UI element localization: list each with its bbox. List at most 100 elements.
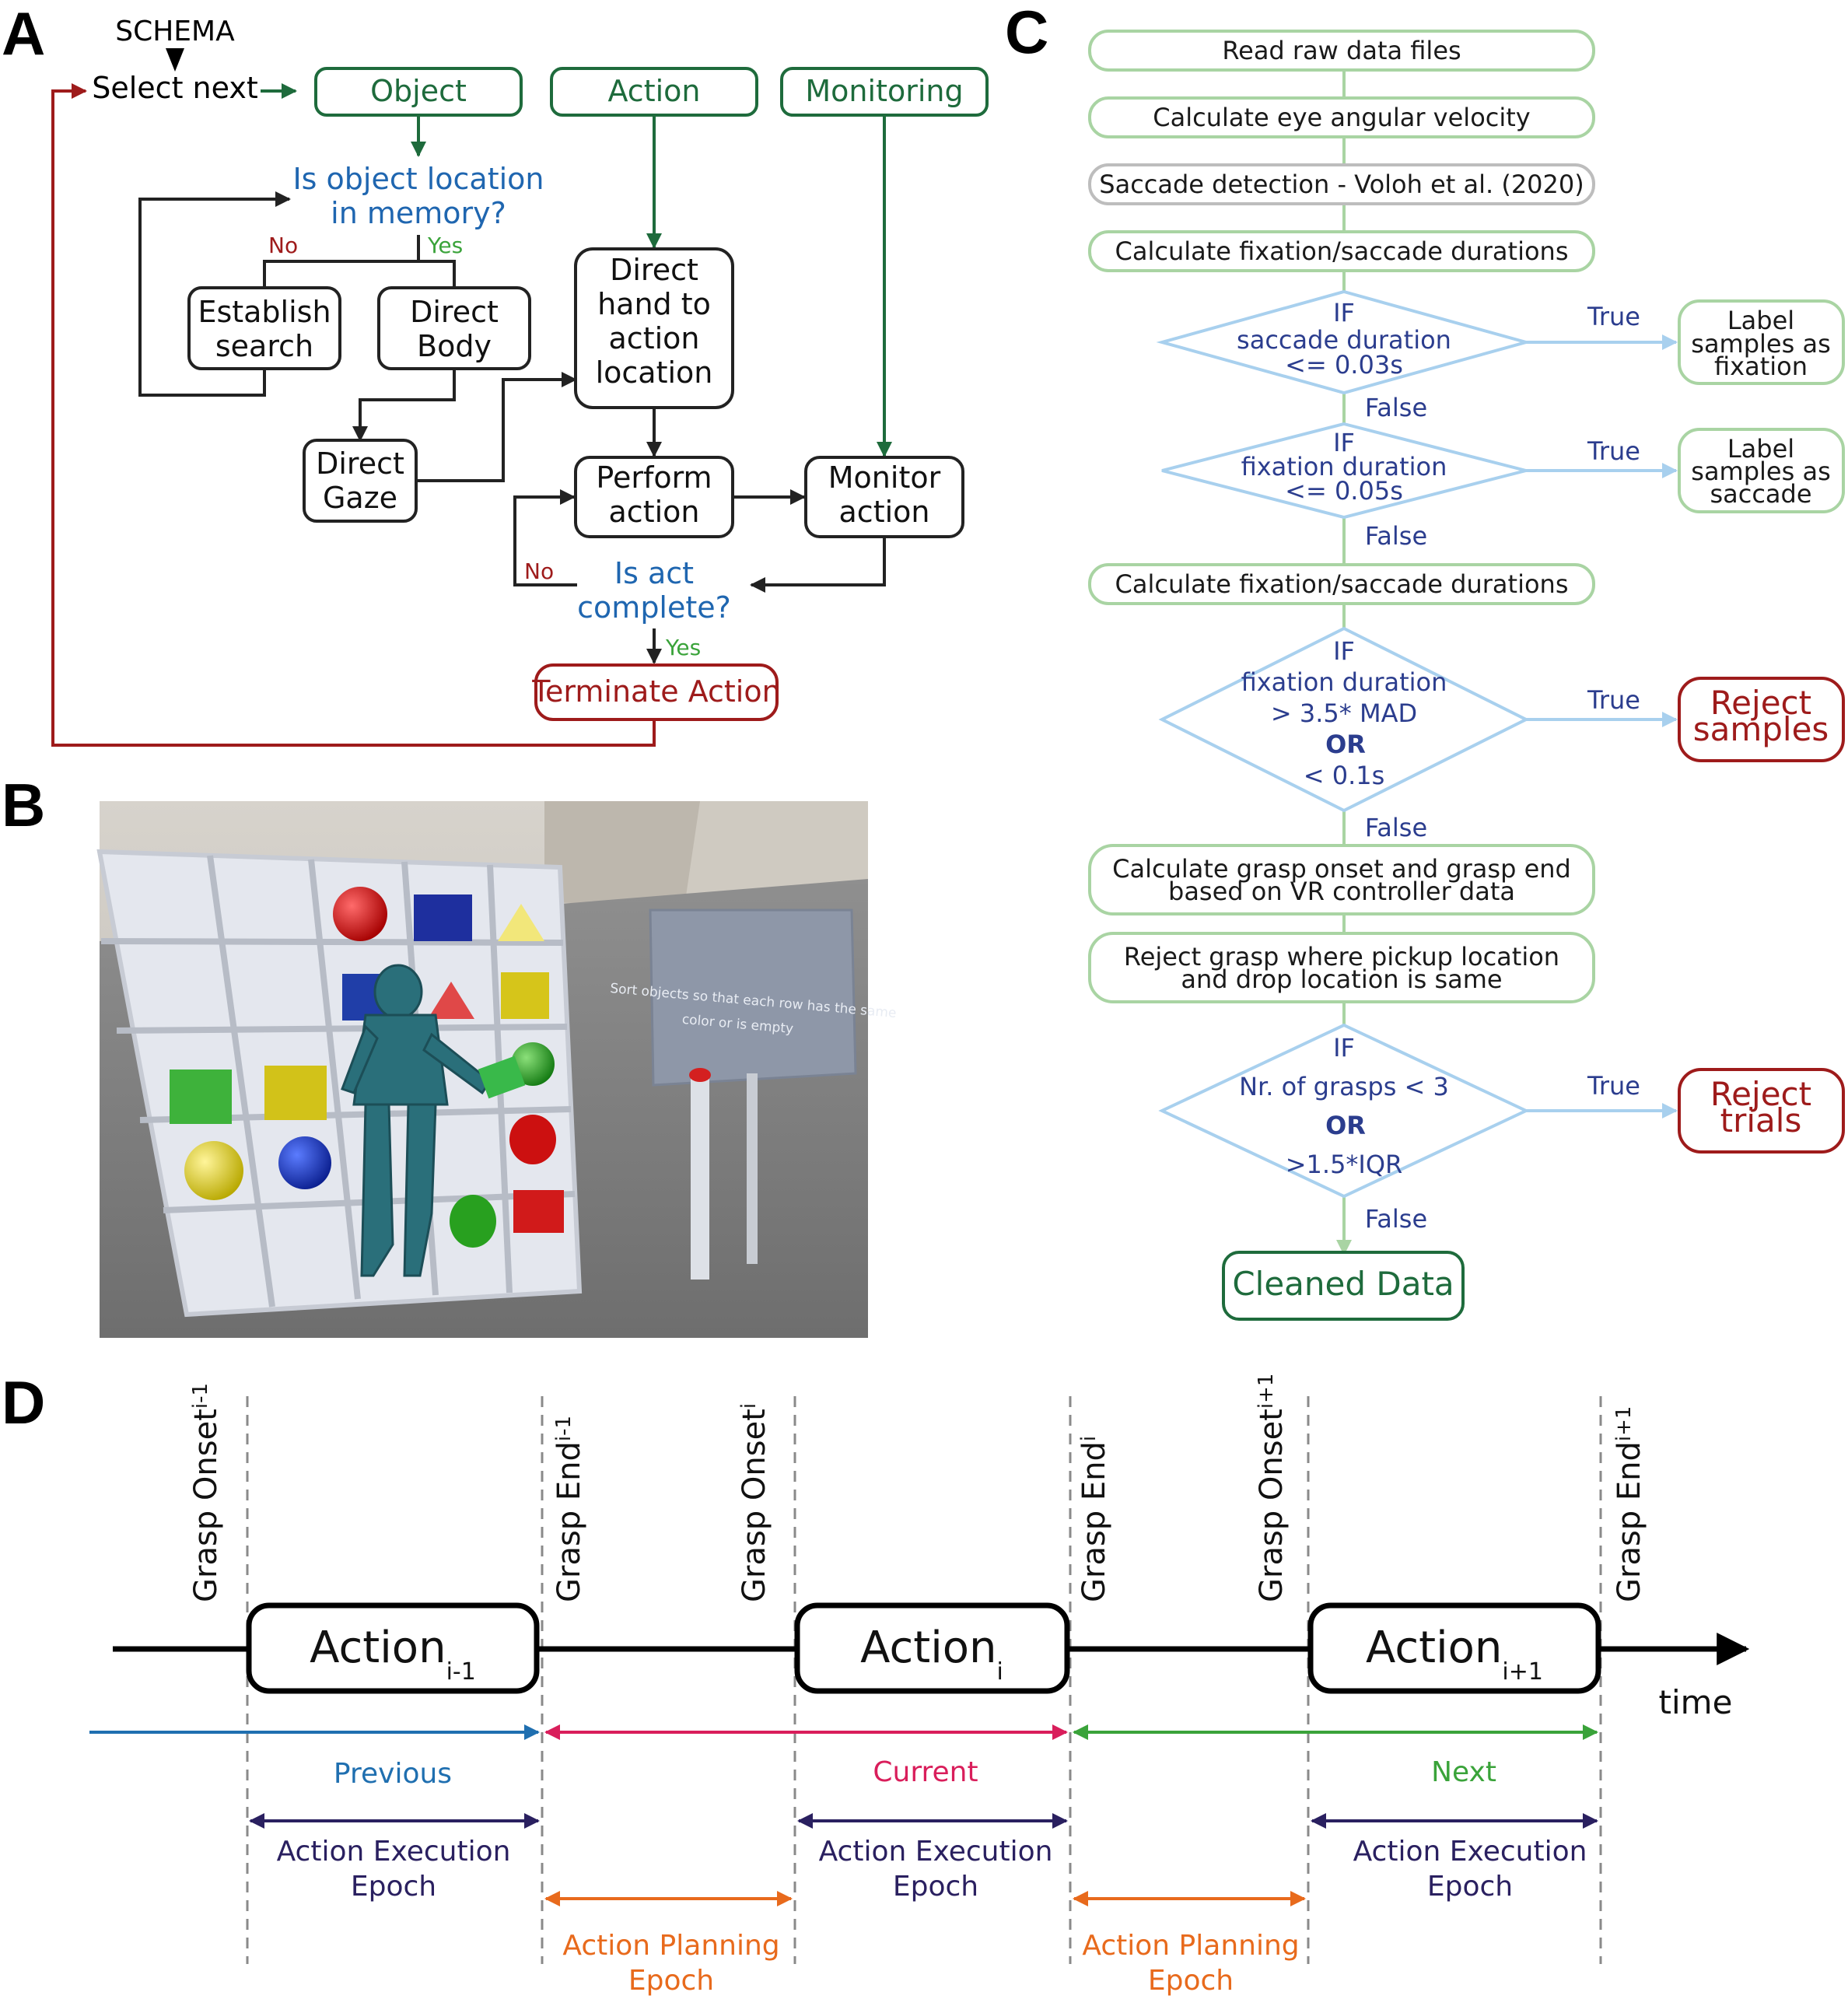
d3-out-line1: Reject	[1710, 684, 1811, 722]
d1-false-label: False	[1365, 393, 1427, 422]
monitoring-label: Monitoring	[805, 74, 963, 108]
establish-line1: Establish	[198, 295, 331, 329]
select-next-label: Select next	[92, 71, 258, 105]
time-label: time	[1659, 1683, 1733, 1721]
d4-line4: >1.5*IQR	[1286, 1150, 1403, 1179]
monitor-line1: Monitor	[828, 460, 941, 495]
d3-line3: > 3.5* MAD	[1271, 698, 1417, 728]
d1-line2: saccade duration	[1237, 325, 1451, 355]
avatar-figure	[341, 964, 492, 1277]
next-label: Next	[1431, 1756, 1496, 1788]
green-cylinder	[450, 1195, 496, 1248]
panel-b-vr-scene: B	[2, 771, 897, 1338]
red-cube	[513, 1190, 564, 1233]
panel-a-letter: A	[2, 0, 45, 68]
d2-line2: fixation duration	[1241, 452, 1447, 481]
sign-pole	[747, 1073, 758, 1264]
plan-cur-line2: Epoch	[628, 1965, 714, 1997]
yellow-cube-2	[264, 1066, 327, 1120]
grasp-onset-cur-label: Grasp Onseti	[737, 1403, 772, 1602]
q-object-line1: Is object location	[292, 162, 544, 196]
button-pole	[691, 1077, 709, 1280]
grasp-onset-next-label: Grasp Onseti+1	[1254, 1374, 1290, 1602]
direct-gaze-line2: Gaze	[323, 481, 397, 515]
step-reject-grasp-box	[1088, 932, 1595, 1003]
step-durations-box	[1088, 230, 1595, 272]
red-pyramid	[428, 982, 474, 1019]
previous-label: Previous	[334, 1758, 452, 1790]
d1-line3: <= 0.03s	[1285, 350, 1403, 380]
d4-true-label: True	[1587, 1071, 1640, 1101]
d4-out-line2: trials	[1720, 1101, 1802, 1140]
step-durations-label: Calculate fixation/saccade durations	[1115, 236, 1569, 266]
decision-reject-trials	[1158, 1023, 1530, 1199]
step-durations-2-label: Calculate fixation/saccade durations	[1115, 569, 1569, 599]
exec-prev-line2: Epoch	[351, 1871, 436, 1903]
grasp-end-next-label: Grasp Endi+1	[1612, 1406, 1647, 1602]
red-button[interactable]	[689, 1068, 711, 1082]
step-read-label: Read raw data files	[1222, 36, 1461, 65]
panel-b-letter: B	[2, 771, 45, 839]
perform-line1: Perform	[596, 460, 712, 495]
q-act-yes: Yes	[665, 635, 701, 660]
direct-body-line2: Body	[417, 329, 492, 363]
svg-text:Grasp Onseti-1: Grasp Onseti-1	[188, 1383, 224, 1602]
step-velocity-box	[1088, 96, 1595, 138]
q-object-line2: in memory?	[331, 196, 506, 230]
yellow-pyramid	[498, 904, 544, 941]
q-act-line2: complete?	[577, 590, 731, 625]
plan-cur-line1: Action Planning	[562, 1930, 779, 1962]
step-reject-grasp-line2: and drop location is same	[1181, 964, 1502, 994]
panel-c-processing-flowchart: C Read raw data files Calculate eye angu…	[1005, 0, 1845, 1321]
d4-if: IF	[1333, 1033, 1355, 1063]
d2-false-label: False	[1365, 521, 1427, 551]
action-prev-label: Actioni-1	[310, 1623, 476, 1686]
step-velocity-label: Calculate eye angular velocity	[1153, 103, 1530, 132]
d3-false-label: False	[1365, 813, 1427, 842]
d4-line2: Nr. of grasps < 3	[1239, 1072, 1449, 1101]
exec-next-line1: Action Execution	[1353, 1836, 1587, 1868]
monitor-to-question-arrow	[750, 537, 886, 593]
action-prev-box	[246, 1602, 540, 1694]
panel-d-timeline: D Grasp Onseti-1 Grasp Endi-1 Grasp Onse…	[2, 1368, 1750, 1997]
panel-a-schema-flowchart: A SCHEMA Select next Object Action Monit…	[2, 0, 989, 747]
blue-cube	[414, 894, 472, 941]
reject-trials-box	[1678, 1068, 1845, 1154]
decision-fixation-duration	[1161, 422, 1527, 520]
decision-saccade-duration	[1156, 289, 1532, 395]
decision-reject-samples	[1158, 626, 1530, 813]
q-object-no: No	[268, 233, 298, 258]
schema-label: SCHEMA	[115, 16, 235, 47]
exec-next-line2: Epoch	[1427, 1871, 1513, 1903]
d3-out-line2: samples	[1693, 710, 1829, 748]
establish-line2: search	[215, 329, 313, 363]
q-act-line1: Is act	[614, 556, 694, 590]
d4-out-line1: Reject	[1710, 1075, 1811, 1113]
plan-next-line2: Epoch	[1148, 1965, 1234, 1997]
event-dashed-lines	[246, 1396, 1602, 1964]
act-not-complete-loop	[513, 489, 577, 586]
action-cur-box	[794, 1602, 1070, 1694]
action-cur-label: Actioni	[860, 1623, 1003, 1686]
d2-true-label: True	[1587, 436, 1640, 466]
grasp-onset-prev-label: Grasp Onseti-1	[188, 1383, 224, 1602]
svg-text:Grasp Endi-1: Grasp Endi-1	[551, 1416, 587, 1602]
direct-hand-line2: hand to	[597, 287, 711, 321]
reject-samples-box	[1678, 677, 1845, 762]
svg-text:Grasp Endi+1: Grasp Endi+1	[1612, 1406, 1647, 1602]
exec-cur-line2: Epoch	[893, 1871, 978, 1903]
step-saccade-detection-box	[1088, 163, 1595, 205]
search-loop-arrow	[138, 191, 291, 397]
d3-true-label: True	[1587, 685, 1640, 715]
panel-d-letter: D	[2, 1368, 45, 1437]
d1-out-line1: Label	[1727, 306, 1794, 335]
d3-line2: fixation duration	[1241, 667, 1447, 697]
perform-line2: action	[609, 495, 700, 529]
d2-out-line1: Label	[1727, 434, 1794, 464]
step-grasp-onset-box	[1088, 844, 1595, 915]
d2-out-line3: saccade	[1710, 479, 1811, 509]
direct-gaze-line1: Direct	[316, 446, 404, 481]
label-fixation-box	[1678, 299, 1845, 385]
direct-hand-line1: Direct	[610, 253, 698, 287]
